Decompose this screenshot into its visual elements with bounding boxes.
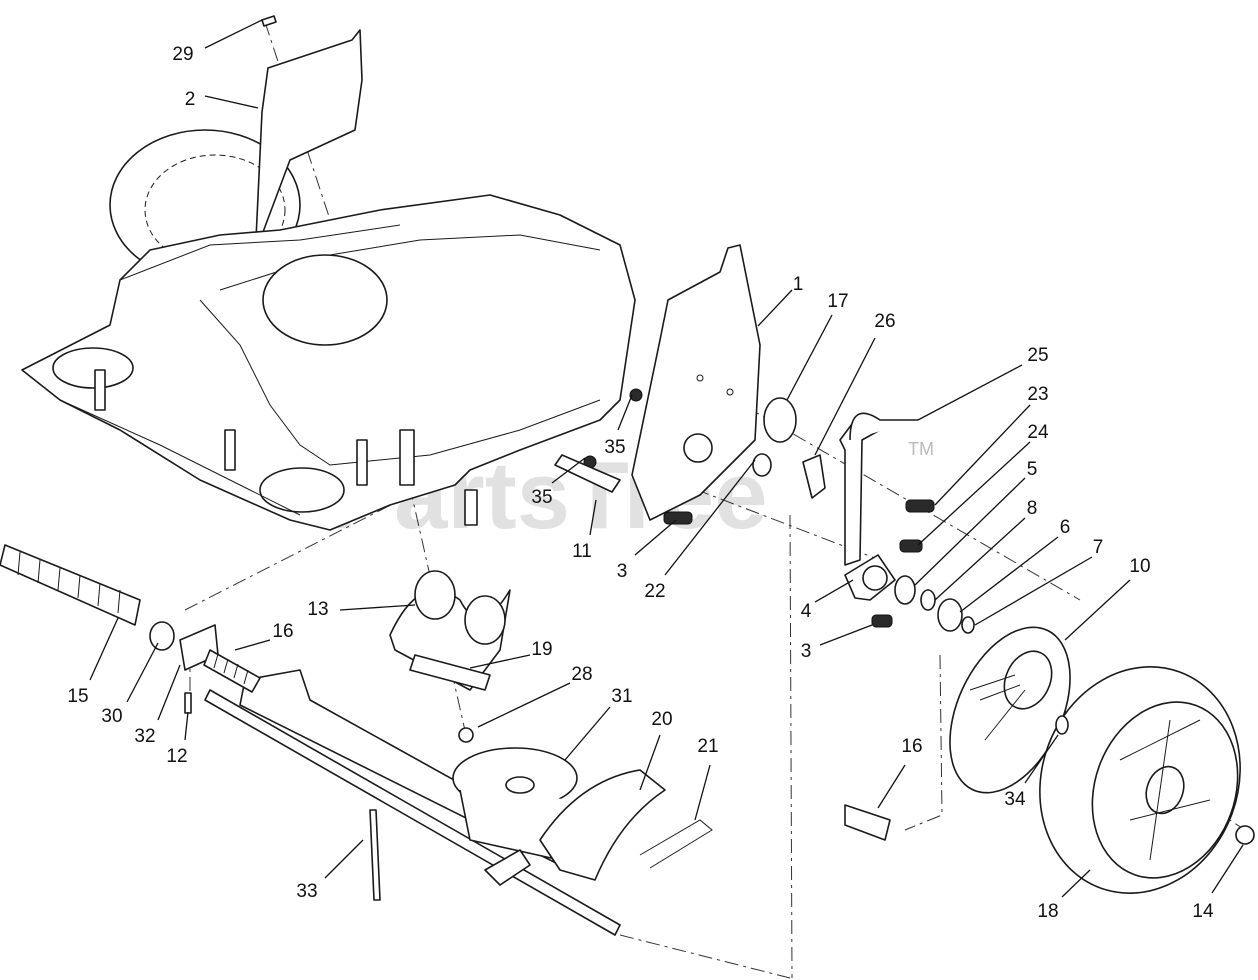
callout-35: 35: [531, 487, 552, 508]
leader-line-2: [204, 95, 259, 109]
leader-line-33: [324, 839, 364, 879]
side-plate: [631, 244, 761, 521]
left-components: [0, 544, 891, 901]
callout-6: 6: [1060, 517, 1071, 538]
callout-17: 17: [827, 291, 848, 312]
callout-2: 2: [185, 89, 196, 110]
callout-23: 23: [1027, 384, 1048, 405]
wheel-hub-disc: [949, 626, 1071, 794]
leader-line-32: [157, 664, 181, 721]
callout-3: 3: [801, 641, 812, 662]
leader-line-16: [234, 639, 271, 651]
callout-29: 29: [172, 44, 193, 65]
callout-10: 10: [1129, 556, 1150, 577]
callout-34: 34: [1004, 789, 1026, 810]
leader-line-10: [1064, 579, 1131, 641]
callout-14: 14: [1192, 901, 1214, 922]
leader-line-22: [664, 459, 756, 576]
callout-22: 22: [644, 581, 665, 602]
callout-5: 5: [1027, 459, 1038, 480]
leader-line-34: [1024, 734, 1059, 784]
leader-line-20: [639, 734, 661, 791]
leader-line-26: [814, 337, 876, 456]
leader-line-5: [914, 477, 1026, 586]
callout-30: 30: [101, 706, 122, 727]
leader-line-35: [551, 457, 586, 484]
callout-16: 16: [901, 736, 922, 757]
deck-frame: [21, 194, 636, 531]
leader-line-3: [634, 519, 677, 556]
leader-line-4: [814, 579, 854, 603]
callout-13: 13: [307, 599, 328, 620]
leader-line-15: [89, 617, 119, 681]
callout-20: 20: [651, 709, 672, 730]
callout-35: 35: [604, 437, 625, 458]
callout-8: 8: [1027, 498, 1038, 519]
leader-line-1: [757, 289, 793, 327]
leader-line-6: [959, 536, 1059, 613]
leader-line-19: [469, 654, 531, 669]
handle-bracket: [254, 15, 363, 261]
callout-7: 7: [1093, 537, 1104, 558]
callout-12: 12: [166, 746, 187, 767]
leader-line-14: [1211, 844, 1244, 894]
leader-line-18: [1061, 869, 1091, 898]
leader-line-11: [589, 499, 597, 536]
leader-line-17: [786, 314, 833, 401]
leader-line-25: [917, 364, 1023, 421]
callout-26: 26: [874, 311, 895, 332]
callout-25: 25: [1027, 345, 1048, 366]
leader-line-35: [617, 394, 633, 431]
callout-19: 19: [531, 639, 552, 660]
leader-line-8: [934, 517, 1026, 601]
leader-line-16: [877, 764, 906, 809]
callout-1: 1: [793, 274, 804, 295]
leader-line-23: [934, 404, 1031, 506]
leader-line-28: [477, 682, 571, 728]
callout-16: 16: [272, 621, 293, 642]
callout-24: 24: [1027, 422, 1049, 443]
callout-28: 28: [571, 664, 592, 685]
callout-21: 21: [697, 736, 718, 757]
leader-line-29: [204, 19, 263, 49]
callout-31: 31: [611, 686, 632, 707]
callout-labels: 2921172625232458671035351132243131619281…: [67, 19, 1244, 922]
callout-3: 3: [617, 561, 628, 582]
leader-line-21: [694, 764, 711, 821]
callout-4: 4: [801, 601, 812, 622]
front-wheel: [1039, 666, 1255, 894]
callout-32: 32: [134, 726, 155, 747]
callout-18: 18: [1037, 901, 1058, 922]
leader-line-12: [184, 711, 189, 741]
leader-line-24: [917, 441, 1031, 546]
callout-33: 33: [296, 881, 317, 902]
leader-line-31: [564, 706, 611, 761]
callout-11: 11: [572, 541, 592, 562]
callout-15: 15: [67, 686, 88, 707]
axle-assembly: [204, 669, 713, 936]
leader-line-13: [339, 604, 416, 611]
leader-line-3: [819, 624, 873, 646]
leader-line-30: [126, 642, 159, 703]
leader-line-7: [974, 556, 1093, 626]
watermark-tm: TM: [908, 439, 934, 459]
